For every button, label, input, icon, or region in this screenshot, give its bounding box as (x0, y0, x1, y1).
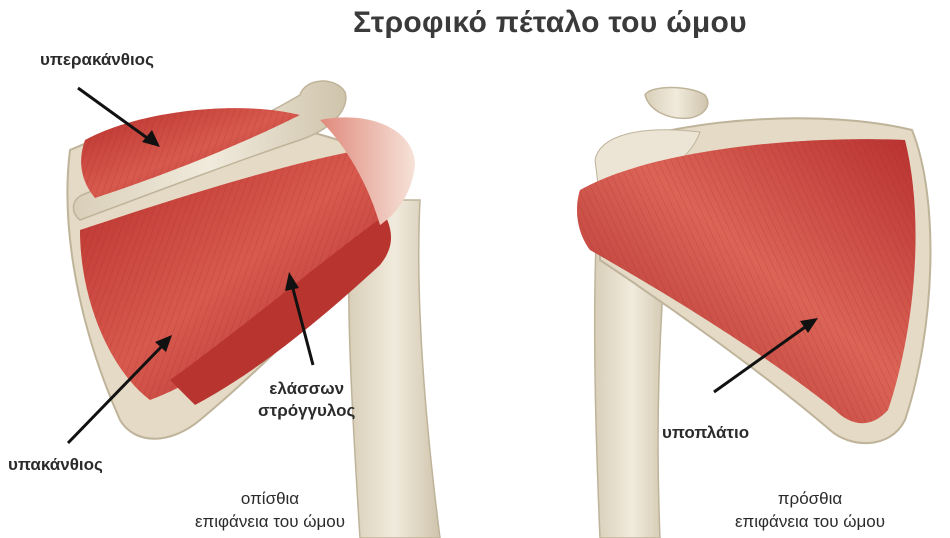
caption-anterior-line1: πρόσθια (690, 487, 930, 510)
anterior-shoulder-illustration (577, 88, 930, 538)
label-supraspinatus: υπερακάνθιος (40, 50, 154, 70)
caption-posterior: οπίσθια επιφάνεια του ώμου (140, 487, 400, 533)
caption-posterior-line2: επιφάνεια του ώμου (140, 510, 400, 533)
caption-anterior-line2: επιφάνεια του ώμου (690, 510, 930, 533)
label-teres-minor-line1: ελάσσων (258, 378, 355, 400)
caption-posterior-line1: οπίσθια (140, 487, 400, 510)
label-subscapularis: υποπλάτιο (662, 423, 749, 443)
posterior-shoulder-illustration (67, 81, 440, 538)
caption-anterior: πρόσθια επιφάνεια του ώμου (690, 487, 930, 533)
label-teres-minor-line2: στρόγγυλος (258, 400, 355, 422)
label-teres-minor: ελάσσων στρόγγυλος (258, 378, 355, 422)
label-infraspinatus: υπακάνθιος (8, 455, 103, 475)
